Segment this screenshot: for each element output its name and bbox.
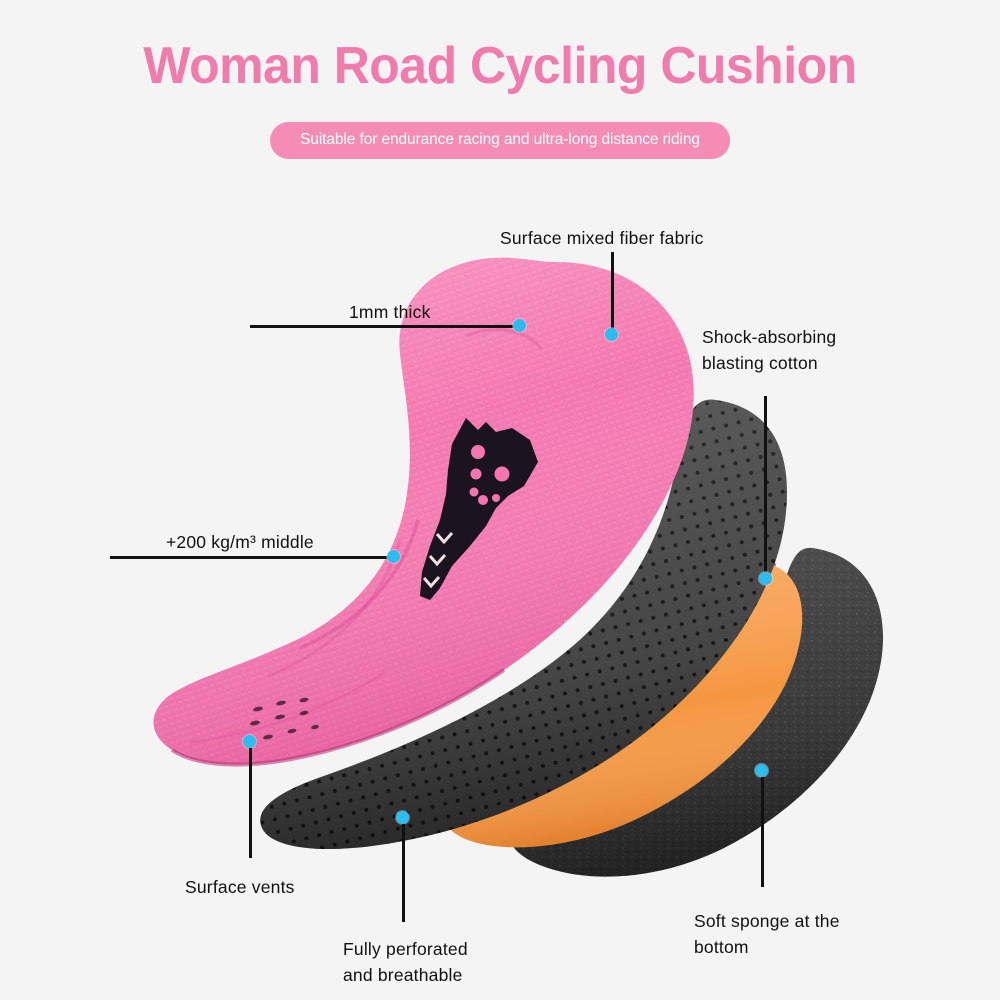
- marker-dot-surface-vents[interactable]: [243, 735, 256, 748]
- leader-line-surface-fabric: [611, 252, 614, 330]
- marker-dot-surface-fabric[interactable]: [605, 328, 618, 341]
- layer-top-cushion: [153, 257, 694, 767]
- marker-dot-density[interactable]: [387, 550, 400, 563]
- marker-dot-thickness[interactable]: [513, 319, 526, 332]
- decal-graphic: [420, 418, 538, 600]
- callout-label-perforated: Fully perforated and breathable: [343, 939, 468, 986]
- marker-dot-soft-sponge[interactable]: [755, 764, 768, 777]
- leader-line-thickness: [250, 325, 522, 328]
- callout-label-shock-cotton: Shock-absorbing blasting cotton: [702, 327, 837, 374]
- callout-label-density: +200 kg/m³ middle: [166, 532, 314, 552]
- leader-line-shock-cotton: [764, 396, 767, 580]
- subtitle-badge: Suitable for endurance racing and ultra-…: [270, 122, 730, 159]
- marker-dot-perforated[interactable]: [396, 811, 409, 824]
- layer-perforated-midsole: [260, 399, 788, 850]
- marker-dot-shock-cotton[interactable]: [759, 572, 772, 585]
- callout-label-surface-fabric: Surface mixed fiber fabric: [500, 228, 704, 248]
- callout-label-surface-vents: Surface vents: [185, 877, 295, 897]
- leader-line-perforated: [402, 824, 405, 922]
- surface-vent-holes: [250, 697, 319, 740]
- callout-label-soft-sponge: Soft sponge at the bottom: [694, 911, 840, 958]
- page-title: Woman Road Cycling Cushion: [143, 37, 857, 95]
- leader-line-soft-sponge: [761, 777, 764, 887]
- callout-label-thickness: 1mm thick: [349, 302, 431, 322]
- leader-line-density: [110, 556, 396, 559]
- leader-line-surface-vents: [249, 748, 252, 858]
